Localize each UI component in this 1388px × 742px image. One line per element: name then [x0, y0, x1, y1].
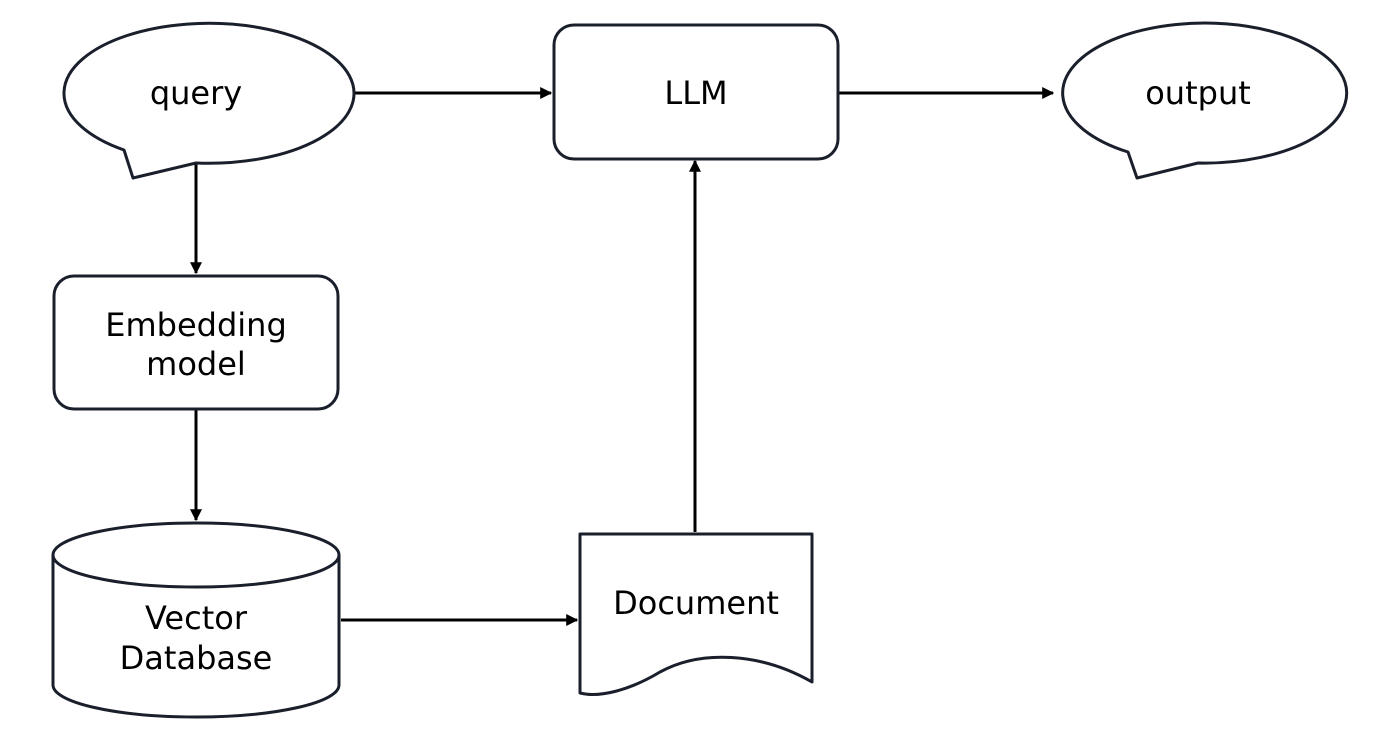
- query-bubble-shape: [62, 21, 356, 180]
- document-label: Document: [613, 584, 779, 622]
- node-query: query: [62, 21, 356, 180]
- embedding-model-box: [52, 274, 340, 411]
- embedding-model-label-line1: Embedding: [105, 306, 287, 344]
- query-label: query: [150, 74, 242, 112]
- node-vector-database: Vector Database: [51, 521, 341, 719]
- document-shape: [578, 532, 814, 696]
- llm-box: [552, 23, 840, 161]
- vector-database-body: [51, 555, 341, 719]
- edges: [190, 87, 1055, 626]
- node-output: output: [1061, 21, 1349, 180]
- llm-label: LLM: [664, 74, 727, 112]
- node-embedding-model: Embedding model: [52, 274, 340, 411]
- node-llm: LLM: [552, 23, 840, 161]
- embedding-model-label-line2: model: [146, 345, 246, 383]
- output-bubble-shape: [1061, 21, 1349, 180]
- vector-database-label-line2: Database: [120, 639, 273, 677]
- node-document: Document: [578, 532, 814, 696]
- output-label: output: [1145, 74, 1251, 112]
- vector-database-top: [51, 521, 341, 589]
- vector-database-label-line1: Vector: [145, 599, 248, 637]
